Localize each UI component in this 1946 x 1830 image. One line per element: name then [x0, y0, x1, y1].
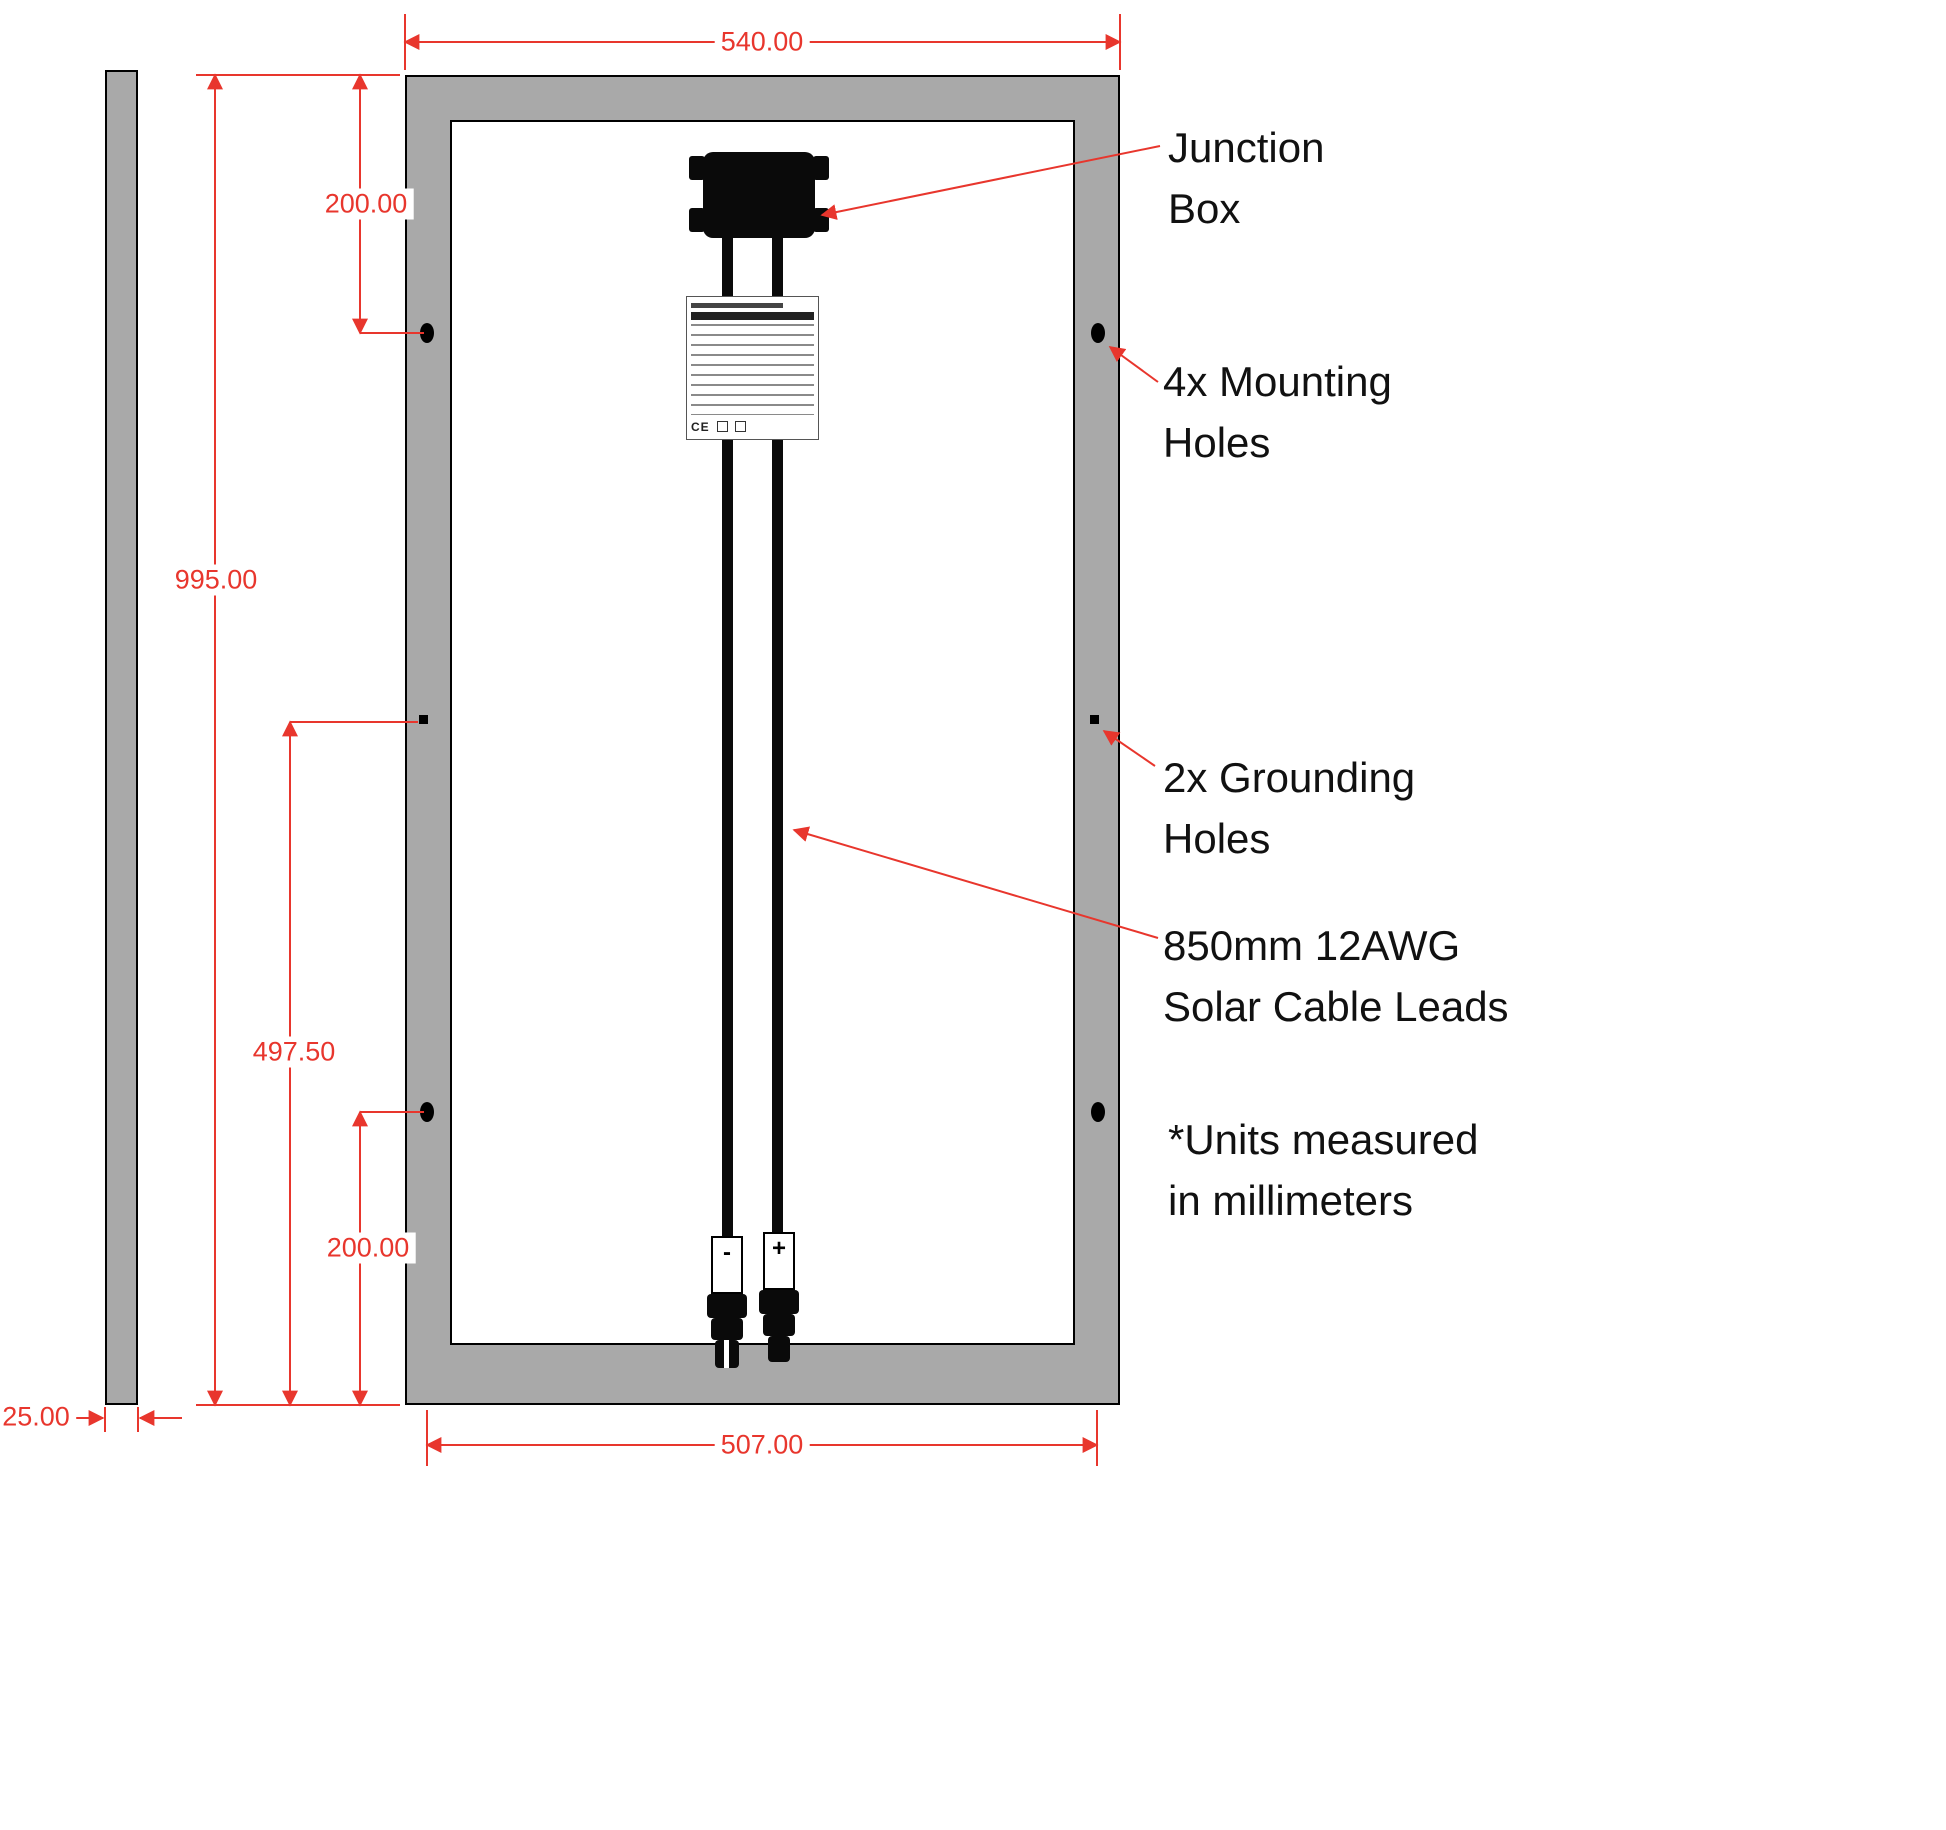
solar-cable-positive: [772, 236, 783, 1232]
certification-icon: [734, 421, 746, 432]
mounting-holes-label-line1: 4x Mounting: [1163, 358, 1392, 405]
spec-label: CE: [686, 296, 819, 440]
solar-cable-negative: [722, 236, 733, 1236]
junction-box: [703, 152, 815, 238]
spec-label-footer: CE: [691, 418, 814, 435]
junction-box-label-line2: Box: [1168, 184, 1241, 232]
junction-box-tab: [813, 208, 829, 232]
mc4-connector-negative-tip: [715, 1340, 739, 1368]
junction-box-label: Junction Box: [1168, 118, 1324, 240]
units-note-line1: *Units measured: [1168, 1116, 1479, 1163]
mc4-connector-positive-tip: [768, 1336, 790, 1362]
grounding-holes-label-line1: 2x Grounding: [1163, 754, 1416, 801]
junction-box-tab: [813, 156, 829, 180]
units-note-line2: in millimeters: [1168, 1176, 1414, 1224]
mounting-hole-bottom-left: [420, 1102, 434, 1122]
mc4-connector-positive-mid: [763, 1314, 795, 1336]
spec-label-text-lines: [691, 324, 814, 415]
cable-leads-label-line2: Solar Cable Leads: [1163, 982, 1509, 1030]
panel-side-view: [105, 70, 138, 1405]
mc4-connector-positive-body: +: [763, 1232, 795, 1290]
mc4-connector-negative-ring: [707, 1294, 747, 1318]
mounting-hole-top-left: [420, 323, 434, 343]
mc4-connector-negative-body: -: [711, 1236, 743, 1294]
mc4-connector-negative-mid: [711, 1318, 743, 1340]
mounting-hole-bottom-right: [1091, 1102, 1105, 1122]
mounting-holes-label-line2: Holes: [1163, 418, 1271, 466]
dimension-mount-hole-spacing: 507.00: [714, 1429, 810, 1461]
ce-mark: CE: [691, 419, 710, 434]
junction-box-tab: [689, 208, 705, 232]
junction-box-tab: [689, 156, 705, 180]
mounting-hole-top-right: [1091, 323, 1105, 343]
cable-leads-label: 850mm 12AWG Solar Cable Leads: [1163, 916, 1509, 1038]
mc4-connector-positive-ring: [759, 1290, 799, 1314]
dimension-mount-bottom-offset: 200.00: [320, 1232, 416, 1264]
grounding-hole-left: [419, 715, 428, 724]
grounding-hole-right: [1090, 715, 1099, 724]
cable-leads-label-line1: 850mm 12AWG: [1163, 922, 1461, 969]
dimension-panel-thickness: 25.00: [0, 1401, 76, 1433]
mounting-holes-label: 4x Mounting Holes: [1163, 352, 1392, 474]
certification-icon: [716, 421, 728, 432]
grounding-holes-label: 2x Grounding Holes: [1163, 748, 1415, 870]
dimension-ground-to-bottom: 497.50: [246, 1036, 342, 1068]
grounding-holes-label-line2: Holes: [1163, 814, 1271, 862]
dimension-overall-width: 540.00: [714, 26, 810, 58]
junction-box-label-line1: Junction: [1168, 124, 1325, 171]
panel-rear-view: [405, 75, 1120, 1405]
dimension-overall-height: 995.00: [168, 564, 264, 596]
units-note: *Units measured in millimeters: [1168, 1110, 1478, 1232]
spec-label-title-line: [691, 303, 784, 308]
dimension-mount-top-offset: 200.00: [318, 188, 414, 220]
spec-label-header-bar: [691, 312, 814, 320]
